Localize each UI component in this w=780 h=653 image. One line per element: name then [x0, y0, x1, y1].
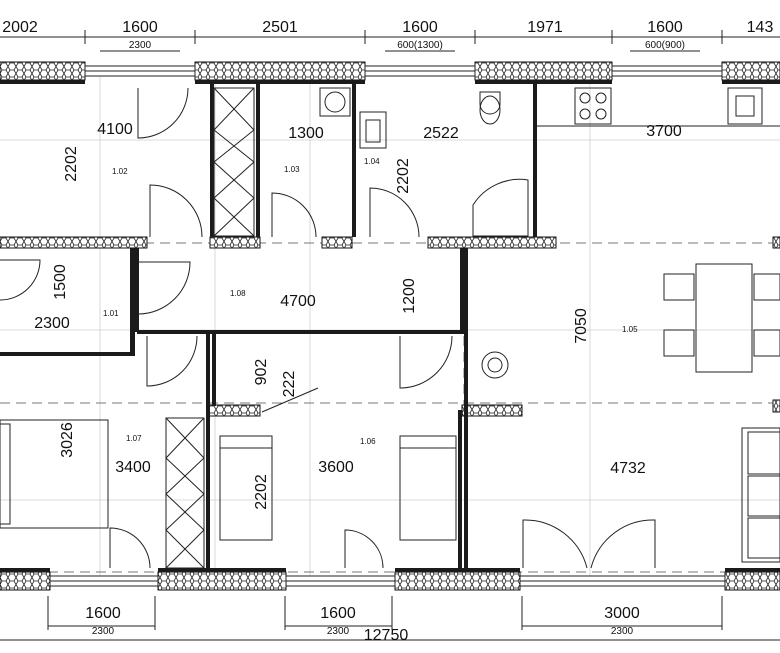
- bottom-dim-2-sub: 2300: [327, 626, 350, 637]
- dim-1-05-b: 7050: [573, 308, 590, 344]
- interior-walls-horizontal: [0, 236, 780, 417]
- windows-top: [84, 65, 723, 77]
- dim-1-07-b: 3400: [115, 459, 151, 476]
- top-dim-3: 2501: [262, 19, 298, 36]
- dim-1-02-a: 4100: [97, 121, 133, 138]
- bottom-dimension-chain: [0, 596, 780, 641]
- bottom-dim-1: 1600: [85, 605, 121, 622]
- bottom-dim-1-sub: 2300: [92, 626, 115, 637]
- dim-1-04-b: 2202: [395, 158, 412, 194]
- dim-1-04-a: 2522: [423, 125, 459, 142]
- overall-length: 12750: [364, 627, 409, 644]
- top-dim-2: 1600: [122, 19, 158, 36]
- top-dim-5: 1971: [527, 19, 563, 36]
- room-id-1-06: 1.06: [360, 437, 376, 446]
- room-id-1-07: 1.07: [126, 434, 142, 443]
- top-dim-4-sub: 600(1300): [397, 40, 443, 51]
- windows-bottom: [49, 575, 726, 587]
- dim-1-02-b: 2202: [63, 146, 80, 182]
- sofa: [741, 427, 780, 563]
- beds: [0, 419, 457, 541]
- top-dim-4: 1600: [402, 19, 438, 36]
- bathroom-fixtures: [319, 87, 529, 379]
- construction-grid: [0, 70, 780, 580]
- wardrobe-upper: [213, 87, 255, 237]
- bottom-dimension-labels: 1600 2300 1600 2300 3000 2300 12750: [85, 605, 640, 644]
- room-id-1-05: 1.05: [622, 325, 638, 334]
- dim-1-05-a: 3700: [646, 123, 682, 140]
- dim-1-06-a: 3600: [318, 459, 354, 476]
- top-dim-2-sub: 2300: [129, 40, 152, 51]
- dining-table: [663, 263, 780, 373]
- room-id-1-01: 1.01: [103, 309, 119, 318]
- room-id-1-04: 1.04: [364, 157, 380, 166]
- top-dim-6: 1600: [647, 19, 683, 36]
- top-dimension-labels: 2002 1600 2300 2501 1600 600(1300) 1971 …: [2, 19, 773, 51]
- dim-222: 222: [281, 371, 298, 398]
- bottom-dim-3-sub: 2300: [611, 626, 634, 637]
- top-dim-6-sub: 600(900): [645, 40, 685, 51]
- axis-lines: [0, 71, 780, 573]
- dim-1-05-c: 4732: [610, 460, 646, 477]
- room-labels: 1.01 1.02 1.03 1.04 1.05 1.06 1.07 1.08: [103, 157, 638, 446]
- dim-902: 902: [253, 359, 270, 386]
- exterior-wall-top: [0, 61, 780, 84]
- dim-1-08-a: 4700: [280, 293, 316, 310]
- bottom-dim-2: 1600: [320, 605, 356, 622]
- top-dim-7: 143: [747, 19, 774, 36]
- dim-1-08-b: 1200: [401, 278, 418, 314]
- wardrobe-lower: [165, 417, 205, 569]
- dim-1-06-b: 2202: [253, 474, 270, 510]
- dim-1-01-b: 2300: [34, 315, 70, 332]
- bottom-dim-3: 3000: [604, 605, 640, 622]
- room-id-1-02: 1.02: [112, 167, 128, 176]
- room-id-1-08: 1.08: [230, 289, 246, 298]
- dim-1-07-a: 3026: [59, 422, 76, 458]
- top-dimension-chain: [0, 30, 780, 52]
- kitchen-fixtures: [537, 87, 780, 127]
- dim-1-03-a: 1300: [288, 125, 324, 142]
- room-dimension-labels: 1500 2300 4100 2202 1300 2522 2202 3700 …: [34, 121, 682, 510]
- doors: [0, 87, 656, 569]
- dim-1-01-a: 1500: [52, 264, 69, 300]
- room-id-1-03: 1.03: [284, 165, 300, 174]
- interior-walls: [0, 84, 537, 568]
- top-dim-1: 2002: [2, 19, 38, 36]
